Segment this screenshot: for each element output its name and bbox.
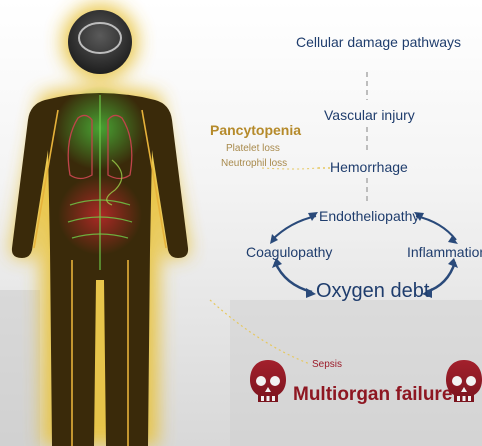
inflammation-label: Inflammation [407, 244, 482, 260]
platelet-loss-label: Platelet loss [226, 143, 280, 154]
multiorgan-failure-label: Multiorgan failure [293, 384, 452, 406]
endotheliopathy-label: Endotheliopathy [319, 208, 419, 224]
pancytopenia-label: Pancytopenia [210, 122, 301, 138]
coagulopathy-label: Coagulopathy [246, 244, 332, 260]
oxygen-debt-label: Oxygen debt [316, 280, 429, 303]
sepsis-label: Sepsis [312, 359, 342, 370]
neutrophil-loss-label: Neutrophil loss [221, 158, 287, 169]
hemorrhage-label: Hemorrhage [330, 159, 408, 175]
vascular-injury-label: Vascular injury [324, 107, 415, 123]
cellular-damage-pathways-label: Cellular damage pathways [296, 33, 436, 51]
